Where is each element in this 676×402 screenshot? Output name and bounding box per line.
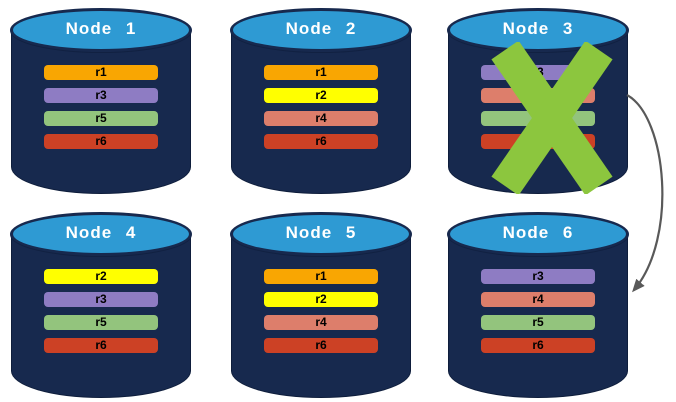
cylinder-top	[230, 212, 412, 256]
replica-bar: r4	[264, 111, 378, 126]
database-node-4: Node 4 r2 r3 r5 r6	[10, 208, 192, 400]
replica-bar: r6	[264, 338, 378, 353]
cylinder-top	[10, 212, 192, 256]
replica-bar: r1	[264, 269, 378, 284]
cylinder-top	[10, 8, 192, 52]
failure-x-icon	[491, 42, 613, 194]
cylinder-top	[230, 8, 412, 52]
node-title: Node 1	[65, 19, 137, 38]
replica-bar: r1	[264, 65, 378, 80]
cylinder-top	[447, 8, 629, 52]
replica-list: r2 r3 r5 r6	[44, 269, 158, 361]
replica-bar: r4	[264, 315, 378, 330]
node-title: Node 6	[502, 223, 574, 242]
replica-list: r1 r2 r4 r6	[264, 269, 378, 361]
replica-list: r1 r2 r4 r6	[264, 65, 378, 157]
replica-bar: r5	[44, 111, 158, 126]
cylinder-top	[447, 212, 629, 256]
replica-bar: r6	[44, 338, 158, 353]
node-title: Node 3	[502, 19, 574, 38]
replica-bar: r6	[44, 134, 158, 149]
database-node-6: Node 6 r3 r4 r5 r6	[447, 208, 629, 400]
replica-bar: r3	[44, 292, 158, 307]
replica-bar: r2	[264, 88, 378, 103]
database-node-2: Node 2 r1 r2 r4 r6	[230, 4, 412, 196]
replica-bar: r3	[481, 269, 595, 284]
replica-list: r1 r3 r5 r6	[44, 65, 158, 157]
arrow-curve	[626, 94, 664, 293]
node-title: Node 5	[285, 223, 357, 242]
replica-bar: r2	[264, 292, 378, 307]
replica-bar: r4	[481, 292, 595, 307]
replica-bar: r5	[481, 315, 595, 330]
replica-bar: r3	[44, 88, 158, 103]
database-node-1: Node 1 r1 r3 r5 r6	[10, 4, 192, 196]
node-title: Node 4	[65, 223, 137, 242]
replica-list: r3 r4 r5 r6	[481, 269, 595, 361]
replica-bar: r1	[44, 65, 158, 80]
replica-bar: r5	[44, 315, 158, 330]
database-node-3: Node 3 r3 r4 r5 r6	[447, 4, 629, 196]
replica-bar: r6	[264, 134, 378, 149]
node-title: Node 2	[285, 19, 357, 38]
replica-bar: r6	[481, 338, 595, 353]
database-node-5: Node 5 r1 r2 r4 r6	[230, 208, 412, 400]
replica-bar: r2	[44, 269, 158, 284]
